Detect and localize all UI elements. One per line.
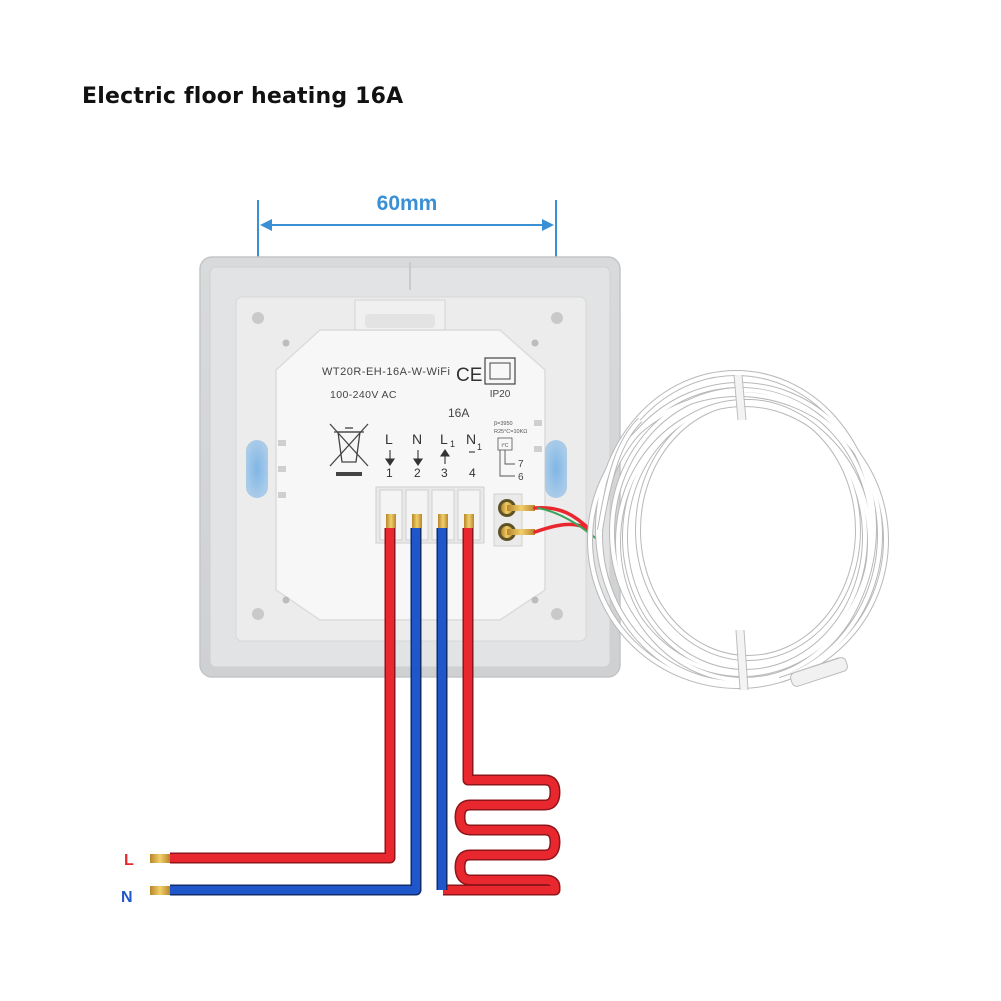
sensor-cable-coil (587, 370, 889, 691)
ip-rating-label: IP20 (490, 389, 511, 400)
terminal-2-label: N (412, 431, 422, 447)
page-title: Electric floor heating 16A (82, 84, 404, 109)
wires (150, 528, 561, 896)
neutral-wire-label: N (121, 889, 133, 906)
terminal-1-number: 1 (386, 466, 393, 480)
svg-text:t°C: t°C (502, 443, 509, 449)
sensor-symbol: t°C (497, 437, 515, 477)
weee-bin-icon (329, 423, 369, 476)
live-wire-label: L (124, 852, 134, 869)
terminal-4-number: 4 (469, 466, 476, 480)
voltage-label: 100-240V AC (330, 389, 397, 401)
current-label: 16A (448, 406, 469, 420)
model-label: WT20R-EH-16A-W-WiFi (322, 366, 450, 378)
terminal-labels: L N L 1 N 1 1 2 3 4 (385, 431, 482, 480)
sensor-terminal-6: 6 (518, 472, 524, 483)
sensor-spec-beta: β=3950 (494, 421, 513, 427)
terminal-3-label: L (440, 431, 448, 447)
terminal-3-number: 3 (441, 466, 448, 480)
terminal-1-label: L (385, 431, 393, 447)
sensor-spec-r25: R25°C=10KΩ (494, 429, 527, 435)
terminal-arrows (384, 449, 475, 466)
terminal-4-label: N (466, 431, 476, 447)
dimension-label: 60mm (377, 192, 438, 215)
thermostat-module: WT20R-EH-16A-W-WiFi CE IP20 100-240V AC … (246, 299, 567, 621)
terminal-4-sub: 1 (477, 442, 482, 452)
mounting-slot-left (246, 440, 268, 498)
sensor-terminal-7: 7 (518, 459, 524, 470)
ip-rating-box (484, 357, 516, 385)
sensor-terminal-block (493, 493, 535, 547)
ce-mark: CE (456, 365, 482, 386)
terminal-2-number: 2 (414, 466, 421, 480)
terminal-3-sub: 1 (450, 439, 455, 449)
mounting-slot-right (545, 440, 567, 498)
